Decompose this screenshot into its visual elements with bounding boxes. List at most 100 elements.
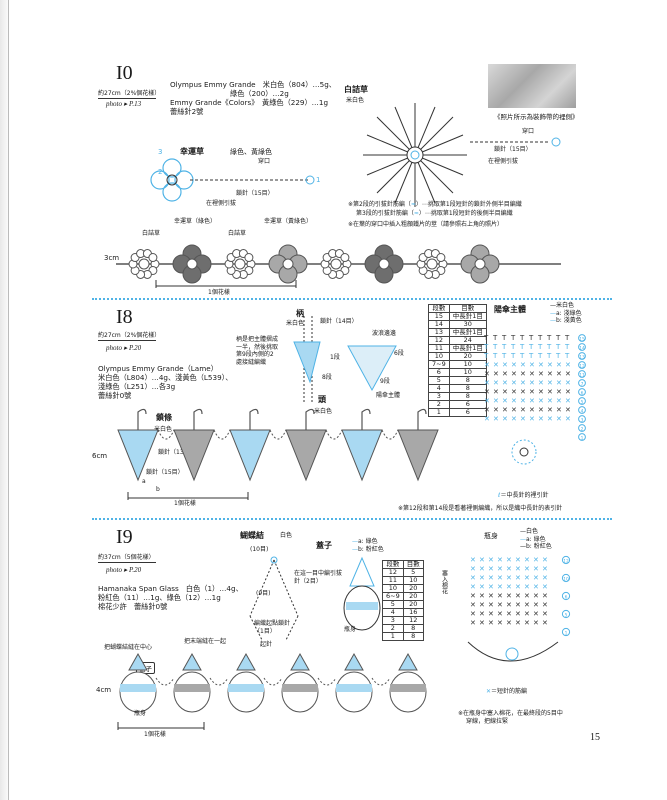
row-marker-label: 2 bbox=[581, 426, 584, 432]
stitch-mark: T bbox=[528, 334, 534, 342]
legend-label: 白色 bbox=[526, 528, 539, 535]
stitch-mark: ✕ bbox=[556, 370, 562, 378]
stitch-mark: ✕ bbox=[511, 370, 517, 378]
stitch-mark: ✕ bbox=[493, 406, 499, 414]
stitch-mark: ✕ bbox=[533, 592, 539, 600]
stitch-mark: T bbox=[483, 334, 489, 342]
bottle-body-label: 瓶身 bbox=[134, 710, 147, 717]
stitch-mark: ✕ bbox=[529, 370, 535, 378]
stitch-mark: ✕ bbox=[479, 610, 485, 618]
stitch-mark: ✕ bbox=[547, 361, 553, 369]
stitch-mark: ✕ bbox=[493, 397, 499, 405]
row-marker bbox=[578, 397, 586, 405]
bottle-band bbox=[174, 684, 210, 692]
stitch-mark: ✕ bbox=[520, 406, 526, 414]
strip-label-white1: 白詰草 bbox=[142, 230, 161, 237]
chain-color: 米白色 bbox=[154, 426, 173, 433]
bow-start: 編織起點鎖針（1目） bbox=[254, 620, 291, 635]
row-marker-label: 13 bbox=[579, 354, 585, 360]
stitch-mark: ✕ bbox=[497, 583, 503, 591]
bow-start2: 起針 bbox=[260, 641, 273, 648]
row-marker bbox=[561, 609, 571, 619]
stitch-mark: T bbox=[537, 334, 543, 342]
flower-center bbox=[426, 258, 438, 270]
row-marker-label: 4 bbox=[581, 408, 584, 414]
lid-title: 蓋子 bbox=[316, 541, 332, 550]
body-label: 陽傘主體 bbox=[376, 392, 401, 399]
lid-legend: —a: 綠色 —b: 粉紅色 bbox=[352, 538, 384, 553]
row-marker bbox=[578, 388, 586, 396]
legend-item: —a: 綠色 bbox=[352, 538, 378, 545]
row-marker bbox=[578, 361, 586, 369]
stitch-mark: ✕ bbox=[470, 601, 476, 609]
i0-size: 約27cm（2%個花樣） bbox=[98, 90, 161, 99]
bow-title: 蝴蝶結 bbox=[240, 531, 264, 540]
strip-label-lucky-yg: 幸運草（黃綠色） bbox=[264, 218, 313, 225]
stitch-mark: ✕ bbox=[520, 388, 526, 396]
stitch-mark: ✕ bbox=[515, 592, 521, 600]
stitch-mark: ✕ bbox=[484, 397, 490, 405]
i9-motif-label: 1個花樣 bbox=[144, 731, 166, 738]
i0-flower-strip bbox=[116, 244, 561, 284]
clover-petal bbox=[162, 182, 182, 202]
white-clover-diagram bbox=[363, 103, 467, 207]
note-symbol: ≈ bbox=[413, 210, 419, 217]
bottle-legend: —白色 —a: 綠色 —b: 粉紅色 bbox=[520, 528, 552, 551]
section-number-i8: I8 bbox=[116, 306, 133, 328]
legend-item: —a: 綠色 bbox=[520, 535, 546, 543]
stitch-mark: ✕ bbox=[556, 406, 562, 414]
i0-material-line: Emmy Grande《Colors》 黃綠色（229）…1g bbox=[170, 98, 329, 107]
stitch-mark: ✕ bbox=[533, 619, 539, 627]
umbrella-handle bbox=[193, 408, 203, 430]
petal bbox=[340, 253, 350, 263]
row-marker-label: 12 bbox=[563, 558, 569, 564]
white-pull-label: 在裡側引拔 bbox=[488, 158, 519, 165]
i0-motif-bracket bbox=[155, 280, 297, 288]
stitch-mark: ✕ bbox=[547, 379, 553, 387]
wave-label: 波浪邊邊 bbox=[372, 330, 397, 337]
clover-center bbox=[474, 258, 486, 270]
lucky-pull-label: 在裡側引拔 bbox=[206, 200, 237, 207]
i8-material-line: Olympus Emmy Grande（Lame） bbox=[98, 364, 218, 373]
stitch-mark: ✕ bbox=[524, 574, 530, 582]
stitch-mark: ✕ bbox=[520, 379, 526, 387]
stitch-mark: ✕ bbox=[515, 619, 521, 627]
stitch-mark: ✕ bbox=[470, 574, 476, 582]
white-clover-center bbox=[406, 146, 424, 164]
row-marker-label: 10 bbox=[563, 576, 569, 582]
petal bbox=[148, 253, 158, 263]
stitch-mark: ✕ bbox=[502, 361, 508, 369]
white-stem bbox=[470, 137, 561, 147]
i9-bottle-strip bbox=[119, 652, 427, 713]
i9-size: 約37cm（5個花樣） bbox=[98, 554, 156, 563]
clover-center bbox=[186, 258, 198, 270]
bow-chain9: (9目) bbox=[256, 590, 271, 597]
stitch-mark: ✕ bbox=[529, 388, 535, 396]
sc-icon: ✕ bbox=[486, 688, 492, 695]
row-marker-label: 6 bbox=[565, 594, 568, 600]
stitch-mark: ✕ bbox=[511, 379, 517, 387]
i0-dimension: 3cm bbox=[104, 254, 120, 262]
stitch-mark: ✕ bbox=[511, 397, 517, 405]
i9-motif-bracket bbox=[117, 722, 205, 730]
stitch-mark: ✕ bbox=[533, 556, 539, 564]
table-cell: 1 bbox=[428, 408, 450, 417]
i8-material-line: 米白色（L804）…4g、淺黃色（L539）、 bbox=[98, 373, 233, 382]
table-cell: 8 bbox=[402, 632, 424, 641]
stitch-mark: T bbox=[492, 334, 498, 342]
flower-center bbox=[330, 258, 342, 270]
stitch-mark: ✕ bbox=[484, 370, 490, 378]
bow-pick: 在這一目中編引拔針（2目） bbox=[294, 570, 343, 585]
umbrella-handle bbox=[305, 408, 315, 430]
bow-color: 白色 bbox=[280, 532, 293, 539]
lucky-marker-3: 3 bbox=[158, 148, 163, 156]
row-marker bbox=[561, 573, 571, 583]
stitch-mark: ✕ bbox=[502, 379, 508, 387]
note-text: 第3段的引拔針筋編（ bbox=[356, 210, 414, 217]
stitch-mark: ✕ bbox=[470, 619, 476, 627]
stitch-mark: ✕ bbox=[497, 619, 503, 627]
stitch-mark: ✕ bbox=[511, 388, 517, 396]
bottle-link bbox=[263, 677, 283, 686]
lucky-hole-label: 穿口 bbox=[258, 158, 271, 165]
